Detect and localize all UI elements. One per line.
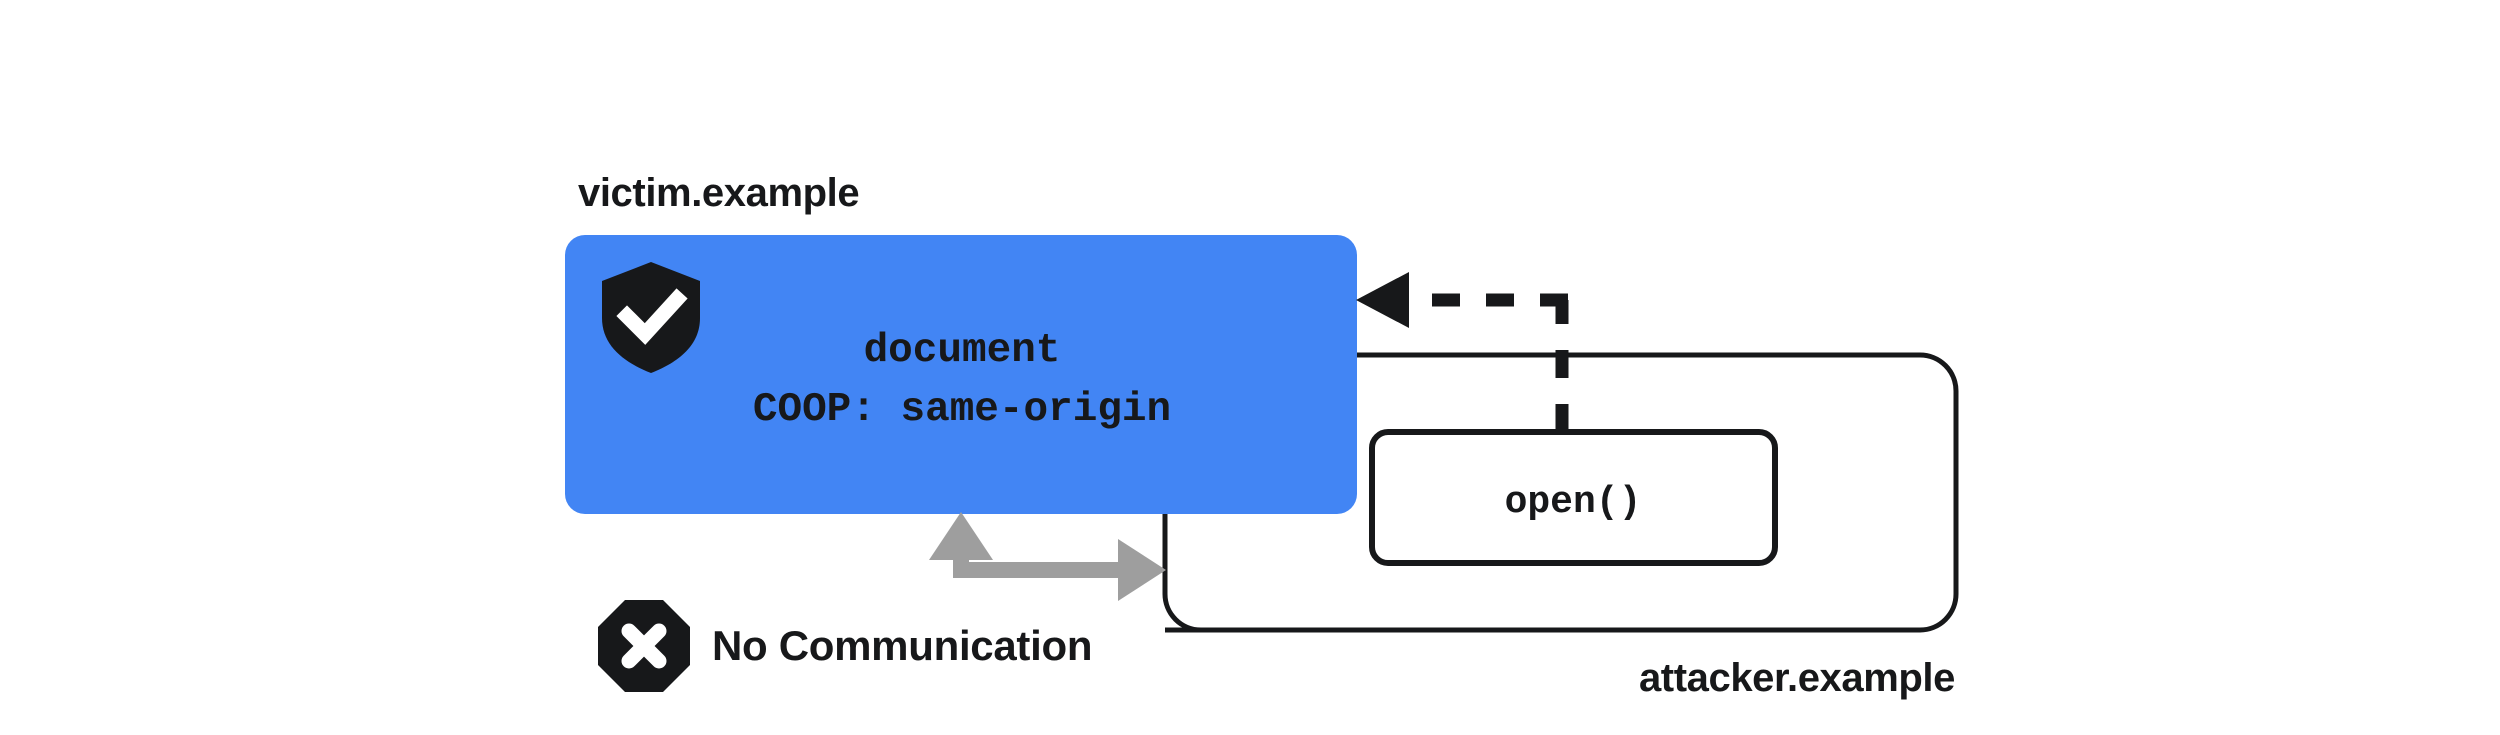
attacker-container-left-edge [1162,355,1202,633]
gray-double-arrow-blocked [929,512,1166,601]
check-icon-mark [616,288,688,345]
dashed-arrow-head [1356,272,1409,328]
attacker-container-outline [1165,352,1959,633]
victim-box [565,235,1357,514]
victim-box-surface [565,235,1357,514]
blocked-arrow-head-up [929,512,993,560]
victim-document-label: document [864,328,1061,374]
victim-origin-title: victim.example [578,171,859,215]
attacker-origin-title: attacker.example [1639,656,1955,700]
attacker-container [1162,352,1959,633]
dashed-arrow-open-to-victim [1356,272,1569,432]
victim-coop-label: COOP: same-origin [753,387,1171,433]
open-call-box-surface[interactable] [1369,429,1778,566]
x-icon-mark [621,623,667,669]
blocked-arrow-head-right [1118,539,1166,601]
octagon-x-icon [598,600,690,692]
shield-check-icon [602,262,700,373]
open-call-label: open() [1505,481,1642,524]
open-call-box[interactable]: open() [1369,429,1778,566]
no-communication-label: No Communication [712,622,1092,669]
